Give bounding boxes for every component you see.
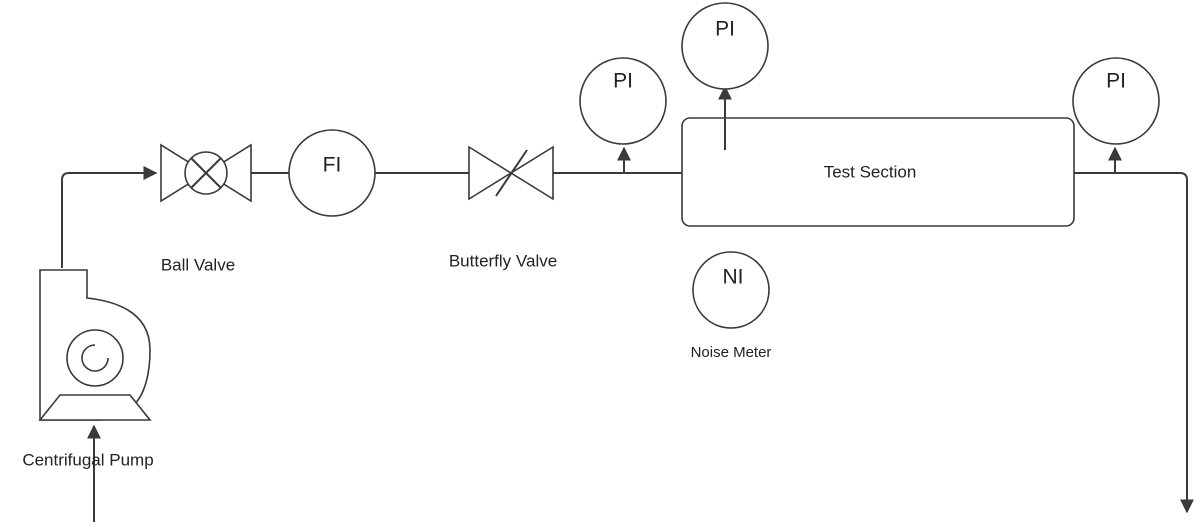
butterfly-valve-icon [468,145,554,201]
ball-valve-icon [160,143,252,203]
noise-indicator: NI [692,251,770,329]
pump-outlet-pipe [61,166,158,268]
outlet-pipe [1074,172,1194,514]
pressure-indicator-1: PI [579,57,667,145]
noise-indicator-label: NI [723,266,744,289]
test-section: Test Section [681,117,1075,227]
pressure-indicator-2: PI [681,2,769,90]
flow-indicator-label: FI [323,154,342,177]
centrifugal-pump-label: Centrifugal Pump [22,450,153,469]
test-section-label: Test Section [824,162,917,181]
ball-valve-label: Ball Valve [161,255,235,274]
pressure-indicator-1-label: PI [613,70,633,93]
pressure-indicator-3: PI [1072,57,1160,145]
noise-meter-label: Noise Meter [691,344,772,361]
pressure-indicator-3-label: PI [1106,70,1126,93]
centrifugal-pump-icon [38,269,152,421]
flow-indicator: FI [288,129,376,217]
pressure-indicator-2-label: PI [715,18,735,41]
butterfly-valve-label: Butterfly Valve [449,251,557,270]
